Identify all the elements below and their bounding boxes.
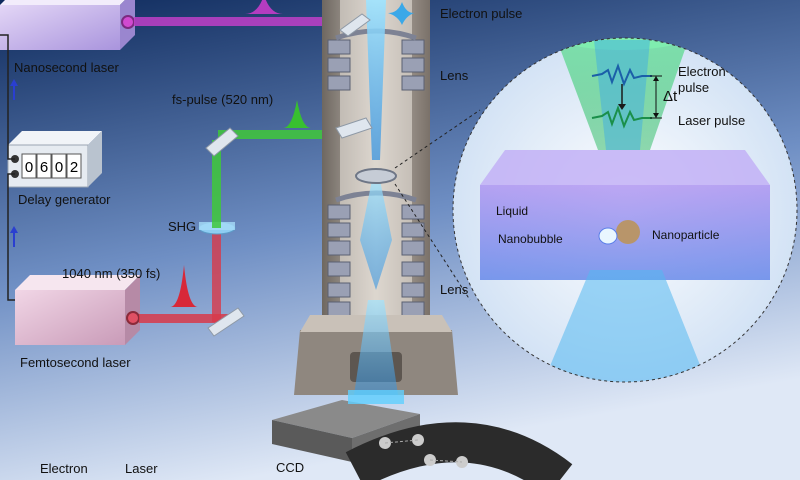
trigger-wire-bottom: [7, 173, 15, 301]
trigger-wire-top: [0, 34, 15, 160]
delay-digit-3: 0: [55, 159, 63, 176]
bottom-electron-label: Electron: [40, 461, 88, 476]
shg-label: SHG: [168, 219, 197, 234]
nanosecond-beam: [134, 17, 354, 26]
inset-magnified-view: [452, 37, 798, 383]
laser-pulse-waveform: [591, 105, 652, 129]
inset-nanobubble-label: Nanobubble: [498, 232, 563, 246]
nanosecond-pulse-shape: [245, 0, 283, 14]
film-strip: [345, 422, 573, 480]
green-beam-horizontal: [218, 130, 350, 139]
electron-beam-lower: [354, 300, 398, 395]
ccd-label: CCD: [276, 460, 305, 475]
nanoparticle-sphere: [616, 220, 640, 244]
green-beam-vertical: [212, 140, 221, 228]
green-pulse-shape: [283, 100, 311, 128]
inset-dt-label: Δt: [663, 88, 678, 105]
bottom-laser-label: Laser: [125, 461, 158, 476]
arrow-up-icon: [10, 79, 18, 100]
mirror-bottom-left: [207, 307, 245, 337]
delay-digit-2: 6: [40, 159, 48, 176]
sample-holder: [355, 168, 397, 184]
inset-pointer-line-top: [394, 109, 481, 169]
femtosecond-laser-label: Femtosecond laser: [20, 355, 131, 370]
mirror-center: [335, 117, 373, 139]
inset-pointer-line-bottom: [394, 183, 471, 301]
femtosecond-laser-box: [15, 275, 140, 345]
inset-liquid-label: Liquid: [496, 204, 529, 218]
fs-pulse-label: fs-pulse (520 nm): [172, 92, 274, 107]
electron-pulse-waveform: [591, 63, 652, 87]
red-pulse-shape: [170, 265, 198, 307]
delay-generator-label: Delay generator: [18, 192, 111, 207]
wavelength-label: 1040 nm (350 fs): [62, 266, 161, 281]
mirror-top: [339, 13, 371, 37]
inset-laser-pulse-label: Laser pulse: [678, 113, 746, 128]
electron-beam-middle: [360, 180, 392, 290]
delay-digit-1: 0: [25, 159, 33, 176]
arrow-up-icon: [10, 226, 18, 247]
lens-lower-label: Lens: [440, 282, 469, 297]
delay-digit-4: 2: [70, 159, 78, 176]
inset-electron-label-line2: pulse: [678, 80, 710, 95]
nanosecond-laser-label: Nanosecond laser: [14, 60, 119, 75]
delay-generator-box: [7, 131, 102, 188]
electron-pulse-label: Electron pulse: [440, 6, 523, 21]
nanobubble-shape: [598, 227, 618, 245]
lens-upper-label: Lens: [440, 68, 469, 83]
electron-beam-upper: [366, 0, 386, 160]
red-beam-horizontal: [139, 314, 229, 323]
mirror-top-left: [205, 127, 239, 157]
inset-nanoparticle-label: Nanoparticle: [652, 228, 720, 242]
electron-pulse-shape: [388, 2, 414, 25]
inset-electron-label-line1: Electron: [678, 64, 726, 79]
nanosecond-laser-box: [0, 0, 135, 50]
red-beam-vertical: [212, 230, 221, 322]
